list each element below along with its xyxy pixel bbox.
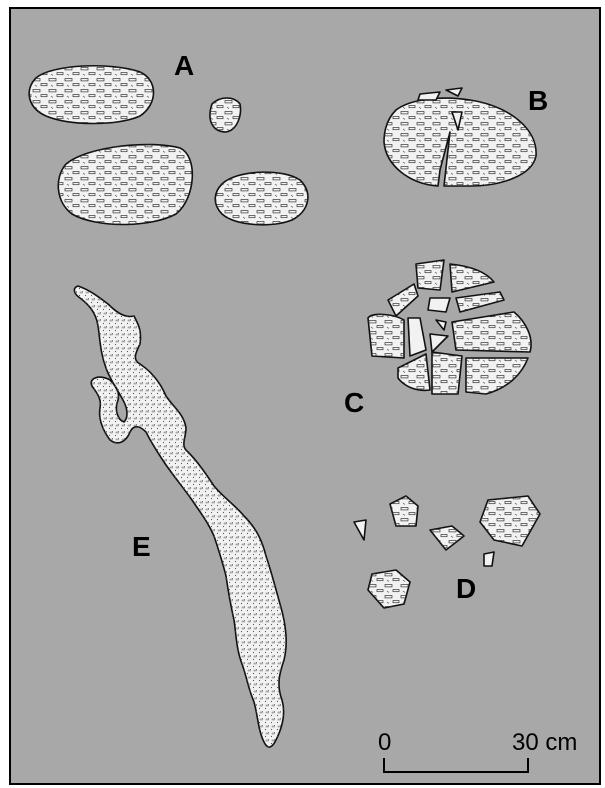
clast-b-chip1 (418, 92, 440, 100)
label-a: A (174, 50, 194, 81)
label-b: B (528, 85, 548, 116)
scale-start-label: 0 (378, 729, 391, 756)
label-d: D (456, 573, 476, 604)
scale-end-label: 30 cm (512, 729, 577, 756)
label-c: C (344, 387, 364, 418)
fragment-c5 (428, 298, 450, 312)
fragment-d5 (484, 552, 494, 566)
label-e: E (132, 531, 151, 562)
